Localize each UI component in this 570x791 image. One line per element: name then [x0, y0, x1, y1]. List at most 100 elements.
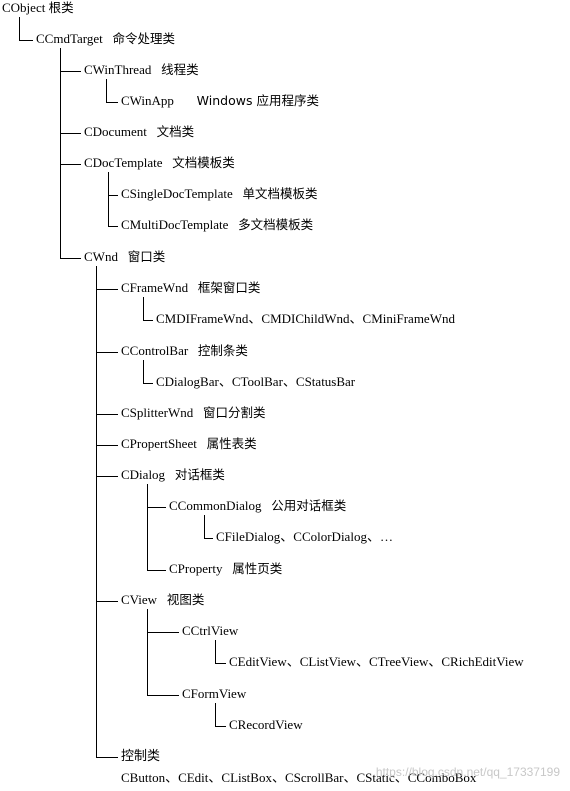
spacer [174, 93, 197, 108]
class-description: 根类 [48, 0, 74, 15]
class-name: CProperty [169, 561, 223, 576]
tree-connector-horizontal [96, 445, 118, 446]
spacer [151, 62, 161, 77]
spacer [188, 280, 198, 295]
class-description: 视图类 [166, 592, 205, 607]
tree-connector-horizontal [96, 289, 118, 290]
tree-connector-horizontal [96, 757, 118, 758]
tree-node: 控制类 [121, 748, 160, 764]
spacer [228, 217, 238, 232]
spacer [261, 498, 271, 513]
tree-connector-horizontal [108, 226, 118, 227]
tree-connector-horizontal [60, 71, 81, 72]
tree-connector-vertical [147, 484, 148, 571]
tree-connector-horizontal [215, 726, 226, 727]
tree-connector-horizontal [204, 538, 213, 539]
tree-connector-vertical [60, 48, 61, 259]
tree-connector-horizontal [60, 258, 81, 259]
class-description: 多文档模板类 [238, 217, 314, 232]
tree-node: CEditView、CListView、CTreeView、CRichEditV… [229, 654, 524, 670]
tree-connector-horizontal [108, 195, 118, 196]
tree-connector-horizontal [147, 632, 179, 633]
class-description: 框架窗口类 [197, 280, 261, 295]
tree-node: CSplitterWnd 窗口分割类 [121, 405, 265, 421]
class-name: CCommonDialog [169, 498, 262, 513]
tree-node: CObject 根类 [2, 0, 74, 16]
class-description: 公用对话框类 [271, 498, 347, 513]
class-description: 文档模板类 [172, 155, 235, 170]
class-name: CButton、CEdit、CListBox、CScrollBar、CStati… [121, 770, 477, 785]
class-name: CDocument [84, 124, 147, 139]
class-name: CControlBar [121, 343, 189, 358]
tree-connector-vertical [215, 640, 216, 664]
class-name: CFileDialog、CColorDialog、… [216, 529, 393, 544]
tree-connector-horizontal [60, 133, 81, 134]
tree-node: CDialog 对话框类 [121, 467, 225, 483]
spacer [222, 561, 232, 576]
tree-node: CDocTemplate 文档模板类 [84, 155, 235, 171]
tree-node: CFormView [182, 686, 246, 702]
tree-node: CCommonDialog 公用对话框类 [169, 498, 346, 514]
tree-node: CDocument 文档类 [84, 124, 194, 140]
tree-connector-horizontal [147, 507, 166, 508]
class-description: Windows 应用程序类 [196, 93, 319, 108]
tree-connector-vertical [108, 172, 109, 227]
spacer [197, 436, 207, 451]
class-name: CSplitterWnd [121, 405, 194, 420]
class-name: CWinThread [84, 62, 152, 77]
tree-connector-vertical [106, 79, 107, 103]
class-name: CDocTemplate [84, 155, 163, 170]
class-name: CDialogBar、CToolBar、CStatusBar [156, 374, 356, 389]
class-name: CEditView、CListView、CTreeView、CRichEditV… [229, 654, 524, 669]
tree-node: CSingleDocTemplate 单文档模板类 [121, 186, 318, 202]
class-description: 属性表类 [206, 436, 257, 451]
class-name: CMDIFrameWnd、CMDIChildWnd、CMiniFrameWnd [156, 311, 455, 326]
tree-node: CDialogBar、CToolBar、CStatusBar [156, 374, 355, 390]
tree-connector-vertical [147, 609, 148, 696]
class-description: 窗口分割类 [202, 405, 266, 420]
class-name: CDialog [121, 467, 166, 482]
tree-node: CControlBar 控制条类 [121, 343, 248, 359]
class-name: CSingleDocTemplate [121, 186, 233, 201]
tree-node: CCtrlView [182, 623, 238, 639]
spacer [188, 343, 198, 358]
tree-node: CView 视图类 [121, 592, 204, 608]
tree-connector-horizontal [19, 40, 33, 41]
class-description: 对话框类 [174, 467, 225, 482]
class-name: CRecordView [229, 717, 303, 732]
tree-node: CCmdTarget 命令处理类 [36, 31, 175, 47]
class-name: CObject [2, 0, 46, 15]
spacer [157, 592, 167, 607]
class-description: 属性页类 [232, 561, 283, 576]
tree-connector-horizontal [96, 414, 118, 415]
tree-connector-vertical [19, 17, 20, 41]
class-name: 控制类 [121, 748, 161, 763]
tree-node: CFileDialog、CColorDialog、… [216, 529, 393, 545]
class-description: 控制条类 [197, 343, 248, 358]
class-name: CView [121, 592, 158, 607]
tree-node: CPropertSheet 属性表类 [121, 436, 257, 452]
class-description: 线程类 [161, 62, 199, 77]
tree-connector-horizontal [143, 320, 153, 321]
class-name: CWnd [84, 249, 118, 264]
watermark: https://blog.csdn.net/qq_17337199 [375, 765, 560, 779]
class-name: CCmdTarget [36, 31, 103, 46]
class-name: CFrameWnd [121, 280, 189, 295]
class-name: CWinApp [121, 93, 174, 108]
class-description: 文档类 [156, 124, 195, 139]
tree-connector-horizontal [215, 663, 226, 664]
tree-connector-vertical [96, 266, 97, 758]
tree-node: CWnd 窗口类 [84, 249, 165, 265]
spacer [163, 155, 173, 170]
spacer [193, 405, 203, 420]
tree-node: CProperty 属性页类 [169, 561, 282, 577]
class-description: 窗口类 [127, 249, 166, 264]
class-description: 命令处理类 [112, 31, 175, 46]
tree-node: CWinApp Windows 应用程序类 [121, 93, 319, 109]
spacer [147, 124, 157, 139]
tree-connector-horizontal [106, 102, 118, 103]
tree-connector-horizontal [96, 476, 118, 477]
class-name: CCtrlView [182, 623, 239, 638]
tree-connector-horizontal [60, 164, 81, 165]
class-description: 单文档模板类 [242, 186, 318, 201]
